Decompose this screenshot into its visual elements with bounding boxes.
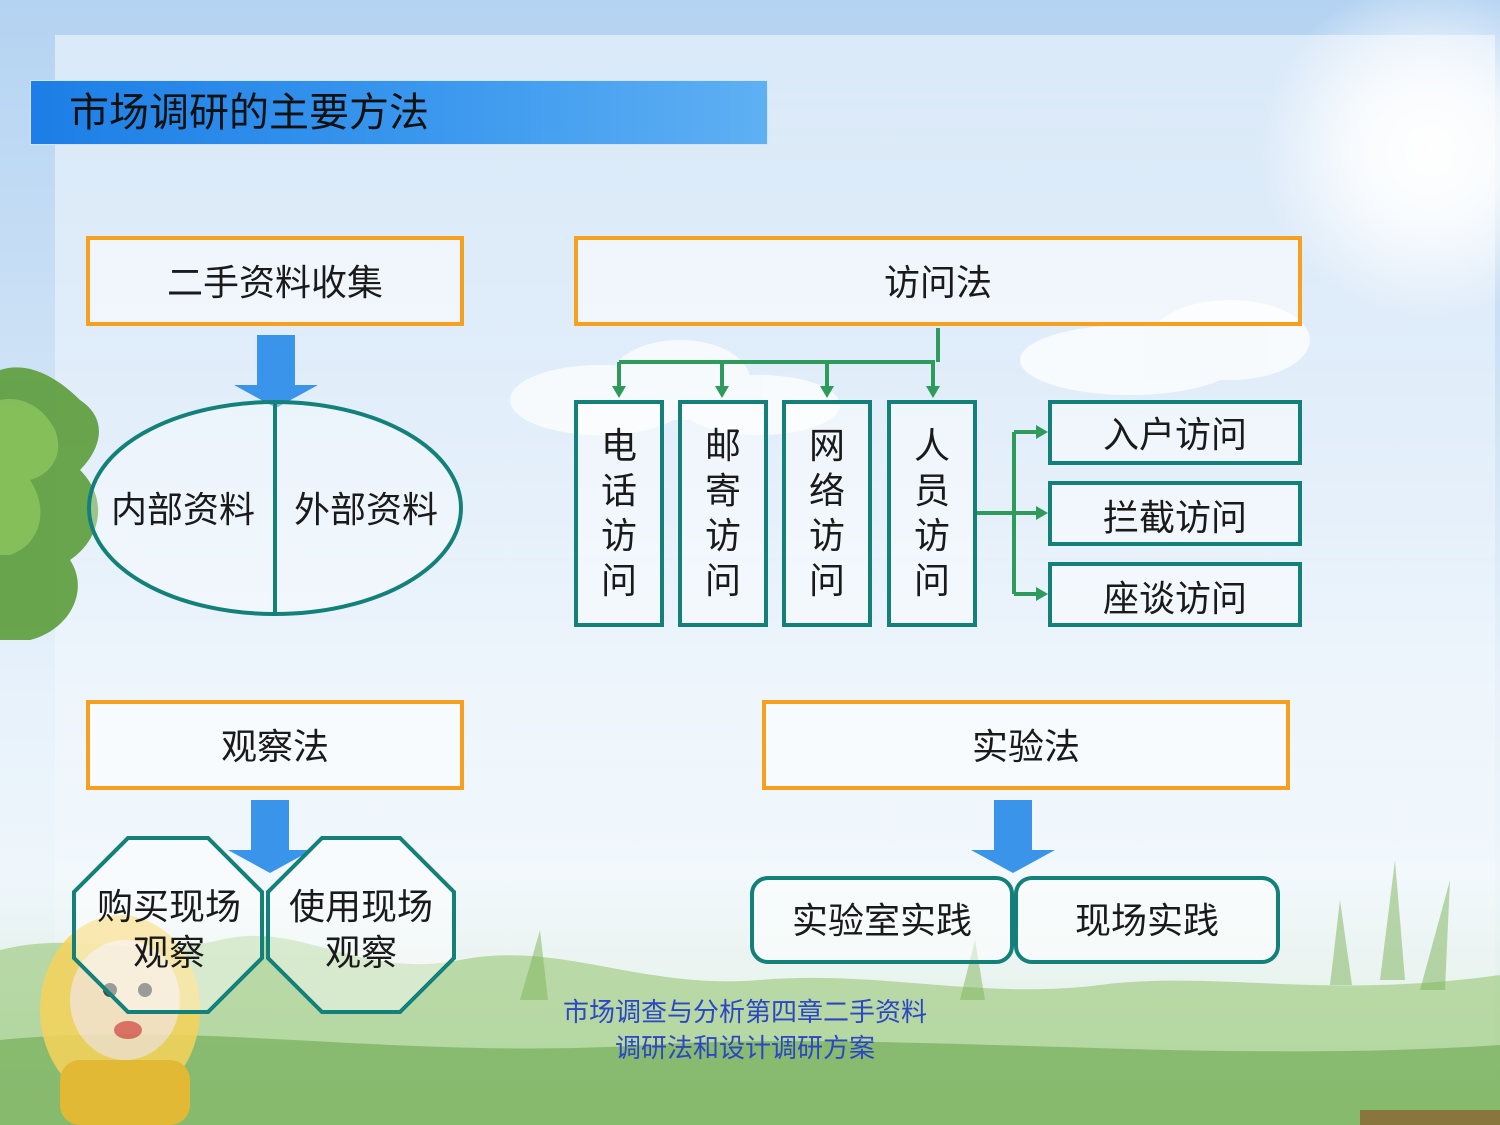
interview-box: 访问法 (574, 236, 1302, 326)
connector-arrowhead (1036, 425, 1048, 439)
usage-observation-line1: 使用现场 (288, 887, 433, 928)
arrow-head (971, 850, 1055, 873)
group-discussion-box: 座谈访问 (1048, 562, 1302, 627)
observation-box: 观察法 (86, 700, 464, 790)
method-online-label: 网络访问 (808, 425, 845, 602)
octagon-purchase (72, 836, 264, 1014)
lab-practice-label: 实验室实践 (791, 901, 972, 942)
method-phone-box: 电话访问 (574, 400, 664, 627)
footer-line2: 调研法和设计调研方案 (614, 1034, 875, 1064)
experiment-box: 实验法 (762, 700, 1290, 790)
arrow-head (234, 385, 318, 408)
secondhand-label: 二手资料收集 (166, 263, 383, 304)
group-discussion-label: 座谈访问 (1102, 579, 1247, 620)
method-online-box: 网络访问 (782, 400, 872, 627)
signboard (1360, 1110, 1500, 1125)
internal-data-label: 内部资料 (110, 490, 255, 531)
external-data-label: 外部资料 (293, 490, 438, 531)
arrow-head (228, 850, 312, 873)
method-personal-label: 人员访问 (913, 425, 950, 602)
observation-label: 观察法 (220, 727, 329, 768)
connector-arrowhead (820, 386, 834, 398)
field-practice-label: 现场实践 (1074, 901, 1219, 942)
octagon-usage (266, 836, 456, 1014)
connector-arrowhead (1036, 587, 1048, 601)
method-personal-box: 人员访问 (887, 400, 977, 627)
method-mail-label: 邮寄访问 (704, 425, 741, 602)
arrow-shaft (251, 800, 289, 850)
tree (0, 367, 99, 640)
arrow-shaft (257, 335, 295, 385)
home-visit-label: 入户访问 (1102, 415, 1247, 456)
title-bar: 市场调研的主要方法 (30, 80, 768, 145)
secondhand-box: 二手资料收集 (86, 236, 464, 326)
interview-label: 访问法 (883, 263, 992, 304)
observation-octagons (72, 836, 456, 1014)
purchase-observation-line2: 观察 (132, 933, 205, 974)
secondhand-ellipse (87, 400, 463, 616)
experiment-arrow (971, 800, 1055, 873)
purchase-observation-line1: 购买现场 (96, 887, 241, 928)
connector-arrowhead (1036, 506, 1048, 520)
grass-blades (520, 860, 1450, 1000)
method-mail-box: 邮寄访问 (678, 400, 768, 627)
observation-arrow (228, 800, 312, 873)
arrow-shaft (994, 800, 1032, 850)
secondhand-arrow (234, 335, 318, 408)
intercept-label: 拦截访问 (1102, 498, 1247, 539)
connector-arrowhead (926, 386, 940, 398)
lab-practice-box: 实验室实践 (750, 876, 1014, 964)
intercept-box: 拦截访问 (1048, 481, 1302, 546)
interview-connectors (612, 328, 1048, 601)
field-practice-box: 现场实践 (1014, 876, 1280, 964)
footer-line1: 市场调查与分析第四章二手资料 (562, 998, 927, 1028)
experiment-label: 实验法 (971, 727, 1080, 768)
grass (0, 1034, 1500, 1125)
connector-arrowhead (612, 386, 626, 398)
usage-observation-line2: 观察 (324, 933, 397, 974)
method-phone-label: 电话访问 (600, 425, 637, 602)
connector-arrowhead (715, 386, 729, 398)
page-title: 市场调研的主要方法 (69, 90, 429, 136)
home-visit-box: 入户访问 (1048, 400, 1302, 465)
